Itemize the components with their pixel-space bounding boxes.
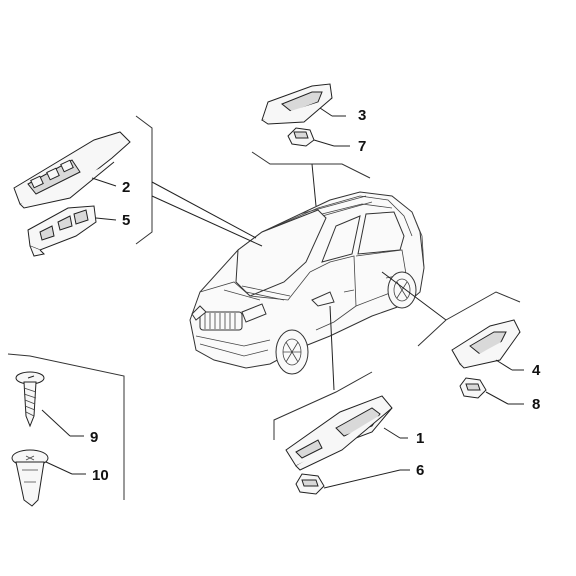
- callout-3: 3: [358, 107, 366, 124]
- part-2-driver-switch-bezel[interactable]: [13, 131, 131, 209]
- callout-10: 10: [92, 467, 109, 484]
- part-8-rear-small-switch[interactable]: [459, 377, 524, 405]
- callout-5: 5: [122, 212, 130, 229]
- callout-2: 2: [122, 179, 130, 196]
- part-5-driver-switch-module[interactable]: [27, 205, 117, 257]
- part-6-small-switch[interactable]: [295, 469, 410, 495]
- callout-9: 9: [90, 429, 98, 446]
- part-9-screw[interactable]: [15, 371, 84, 437]
- callout-6: 6: [416, 462, 424, 479]
- part-4-rear-door-bezel[interactable]: [451, 319, 524, 371]
- leader-lines: [151, 163, 447, 391]
- part-3-switch-bezel[interactable]: [261, 83, 346, 125]
- part-7-small-switch[interactable]: [287, 127, 350, 147]
- callout-8: 8: [532, 396, 540, 413]
- callout-4: 4: [532, 362, 541, 379]
- part-10-clip[interactable]: [11, 449, 86, 507]
- group-bracket-lines: [7, 115, 521, 500]
- callout-labels: 3 7 2 5 4 8 1 6 9 10: [90, 107, 541, 484]
- vehicle-illustration: [189, 191, 425, 375]
- part-1-passenger-bezel[interactable]: [285, 395, 408, 471]
- callout-1: 1: [416, 430, 424, 447]
- callout-7: 7: [358, 138, 366, 155]
